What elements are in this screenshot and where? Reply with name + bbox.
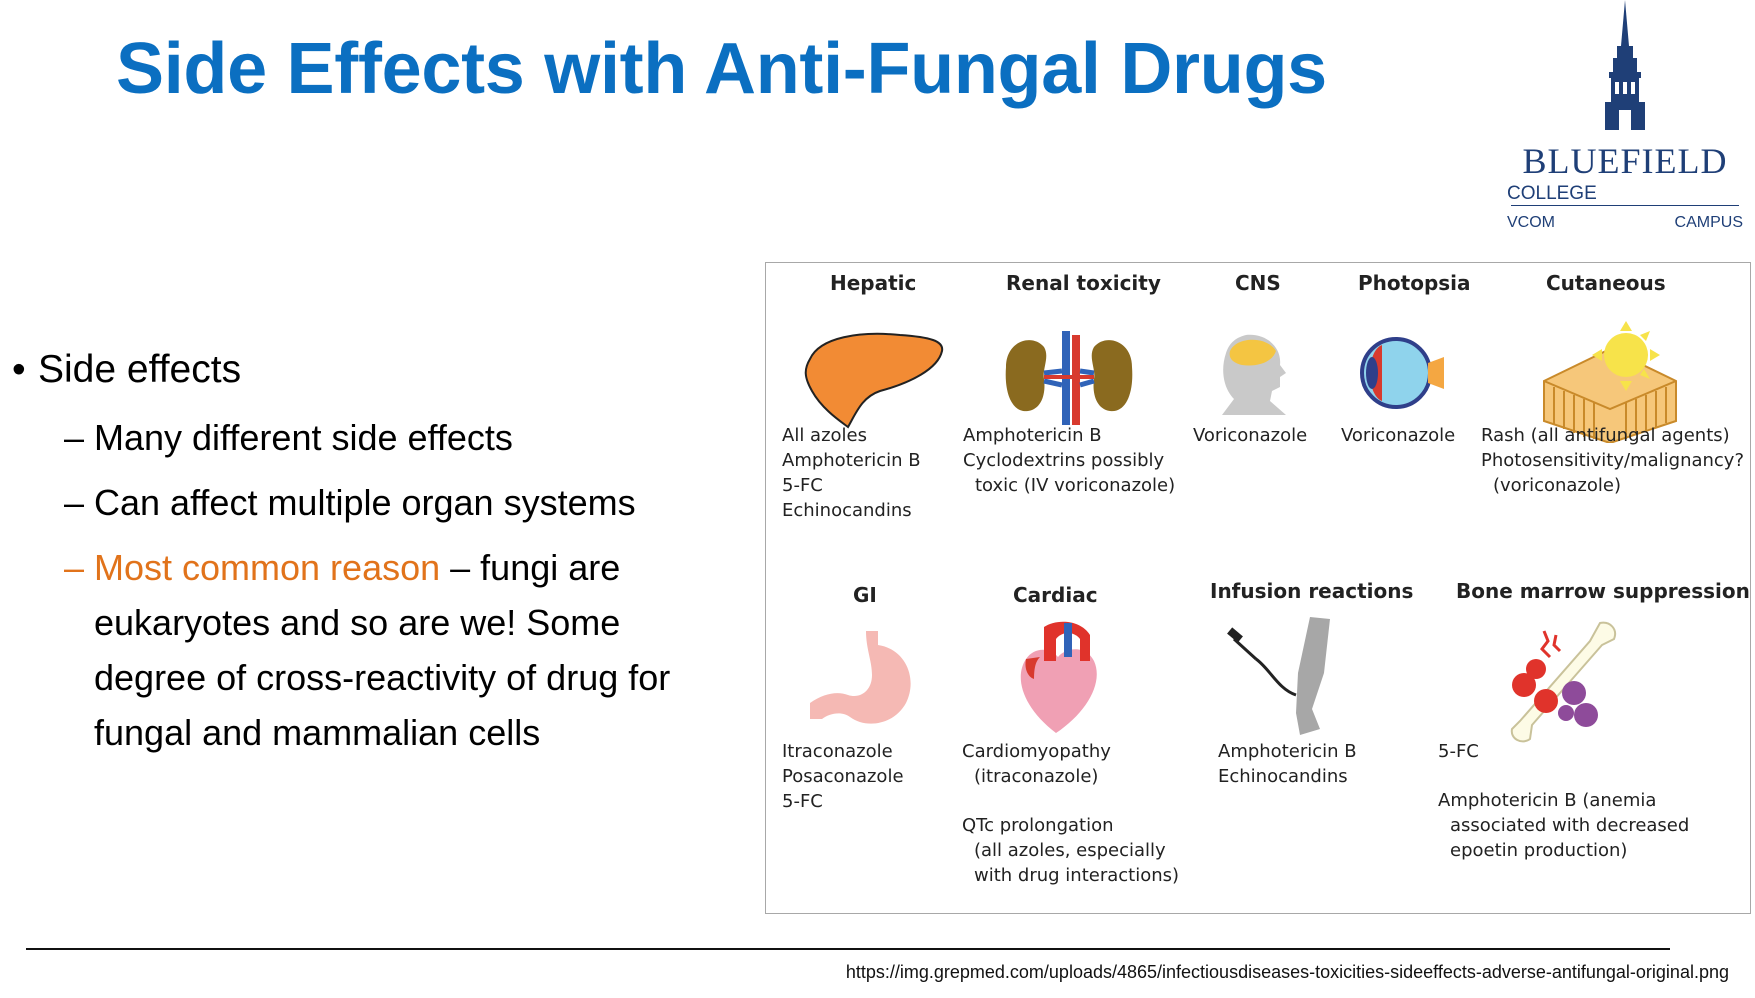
panel-title-cardiac: Cardiac — [1013, 583, 1098, 607]
heart-icon — [1020, 621, 1097, 733]
drug-line: Amphotericin B — [1218, 741, 1357, 762]
panel-drugs-infusion: Amphotericin B Echinocandins — [1218, 739, 1357, 789]
logo-rule — [1511, 205, 1739, 206]
spacer — [962, 789, 1179, 813]
sub-bullet-common-reason: –Most common reason – fungi are eukaryot… — [12, 540, 702, 760]
antifungal-toxicity-figure: Hepatic Renal toxicity CNS Photopsia Cut… — [765, 262, 1751, 914]
panel-drugs-photopsia: Voriconazole — [1341, 423, 1455, 448]
footer-divider — [26, 948, 1670, 950]
panel-title-cutaneous: Cutaneous — [1546, 271, 1666, 295]
sub-bullet-text: Can affect multiple organ systems — [94, 482, 636, 523]
bullet-side-effects: • Side effects — [12, 344, 702, 396]
drug-line: QTc prolongation — [962, 815, 1114, 836]
panel-title-gi: GI — [853, 583, 877, 607]
drug-line: All azoles — [782, 425, 867, 446]
drug-line: 5-FC — [782, 791, 823, 812]
logo-campus: VCOM CAMPUS — [1507, 214, 1743, 231]
drug-line: with drug interactions) — [974, 865, 1180, 886]
drug-line: 5-FC — [1438, 741, 1479, 762]
drug-line: 5-FC — [782, 475, 823, 496]
drug-line: Posaconazole — [782, 766, 904, 787]
head-brain-icon — [1222, 334, 1286, 415]
panel-drugs-hepatic: All azoles Amphotericin B 5-FC Echinocan… — [782, 423, 921, 523]
dash-marker: – — [64, 417, 85, 458]
slide-title: Side Effects with Anti-Fungal Drugs — [116, 29, 1327, 109]
sub-bullet-organ-systems: –Can affect multiple organ systems — [12, 475, 702, 530]
panel-drugs-bone-marrow: 5-FC Amphotericin B (anemia associated w… — [1438, 739, 1689, 863]
drug-line: Amphotericin B — [963, 425, 1102, 446]
sub-bullet-text: – fungi are eukaryotes and so are we! So… — [94, 547, 671, 753]
sub-bullet-many-effects: –Many different side effects — [12, 410, 702, 465]
drug-line: Cyclodextrins possibly — [963, 450, 1165, 471]
drug-line: (all azoles, especially — [974, 840, 1166, 861]
panel-title-hepatic: Hepatic — [830, 271, 917, 295]
drug-line: Cardiomyopathy — [962, 741, 1111, 762]
drug-line: Amphotericin B — [782, 450, 921, 471]
panel-drugs-cardiac: Cardiomyopathy (itraconazole) QTc prolon… — [962, 739, 1179, 888]
panel-drugs-cutaneous: Rash (all antifungal agents) Photosensit… — [1481, 423, 1744, 498]
arm-infusion-icon — [1227, 617, 1330, 735]
bone-marrow-icon — [1510, 621, 1616, 743]
bullet-dot: • — [12, 348, 26, 391]
bullet-text: Side effects — [38, 348, 242, 391]
drug-line: (itraconazole) — [974, 766, 1099, 787]
dash-marker: – — [64, 482, 85, 523]
drug-line: Photosensitivity/malignancy? — [1481, 450, 1745, 471]
panel-drugs-cns: Voriconazole — [1193, 423, 1307, 448]
drug-line: associated with decreased — [1450, 815, 1690, 836]
panel-drugs-renal: Amphotericin B Cyclodextrins possibly to… — [963, 423, 1175, 498]
bullet-list: •Side effects –Many different side effec… — [12, 344, 702, 770]
sub-bullet-text: Many different side effects — [94, 417, 513, 458]
panel-title-photopsia: Photopsia — [1358, 271, 1471, 295]
drug-line: toxic (IV voriconazole) — [975, 475, 1176, 496]
logo-name: BLUEFIELD — [1522, 141, 1728, 181]
liver-icon — [804, 332, 944, 429]
drug-line: Itraconazole — [782, 741, 893, 762]
drug-line: Echinocandins — [1218, 766, 1348, 787]
spacer — [1438, 764, 1689, 788]
panel-title-infusion: Infusion reactions — [1210, 579, 1414, 603]
college-logo: BLUEFIELD COLLEGE VCOM CAMPUS — [1505, 0, 1745, 236]
eye-icon — [1360, 337, 1444, 409]
panel-title-cns: CNS — [1235, 271, 1281, 295]
dash-marker: – — [64, 547, 85, 588]
drug-line: Amphotericin B (anemia — [1438, 790, 1657, 811]
stomach-icon — [810, 631, 911, 724]
drug-line: Echinocandins — [782, 500, 912, 521]
source-url: https://img.grepmed.com/uploads/4865/inf… — [845, 962, 1729, 982]
panel-title-renal: Renal toxicity — [1006, 271, 1161, 295]
kidneys-icon — [1005, 331, 1133, 425]
drug-line: Rash (all antifungal agents) — [1481, 425, 1730, 446]
chapel-steeple-icon — [1605, 0, 1645, 130]
highlight-text: Most common reason — [94, 547, 441, 588]
drug-line: Voriconazole — [1341, 425, 1456, 446]
drug-line: Voriconazole — [1193, 425, 1308, 446]
logo-college: COLLEGE — [1507, 183, 1597, 204]
drug-line: epoetin production) — [1450, 840, 1628, 861]
panel-title-bone-marrow: Bone marrow suppression — [1456, 579, 1750, 603]
panel-drugs-gi: Itraconazole Posaconazole 5-FC — [782, 739, 904, 814]
drug-line: (voriconazole) — [1493, 475, 1621, 496]
skin-sun-icon — [1543, 321, 1677, 443]
